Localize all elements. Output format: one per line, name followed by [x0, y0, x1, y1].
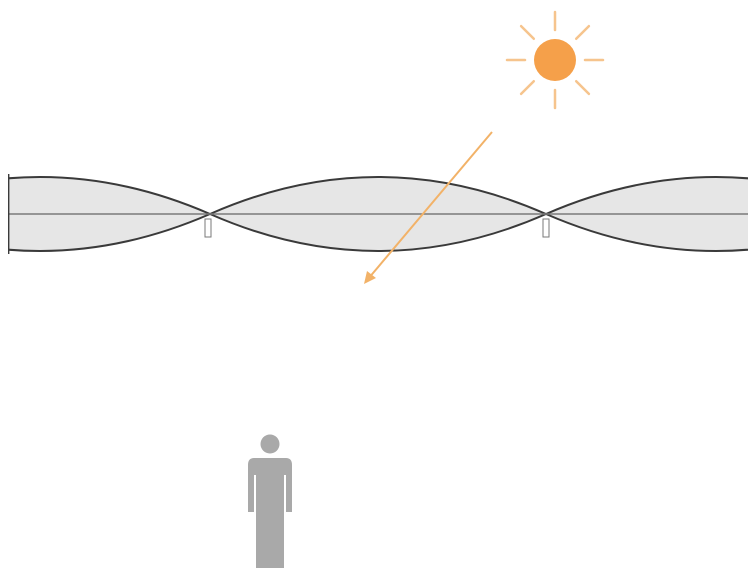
- sun-icon: [507, 12, 603, 108]
- person-silhouette-icon: [248, 435, 292, 568]
- sun-ray: [576, 81, 589, 94]
- support-post-left: [205, 219, 211, 237]
- sun-ray: [521, 81, 534, 94]
- roof-left-edge: [8, 174, 9, 254]
- sun-disc: [534, 39, 576, 81]
- inflated-cushion-roof: [0, 174, 748, 254]
- sun-ray: [576, 26, 589, 39]
- support-post-right: [543, 219, 549, 237]
- sun-ray: [521, 26, 534, 39]
- person-head: [261, 435, 280, 454]
- person-torso: [248, 458, 292, 568]
